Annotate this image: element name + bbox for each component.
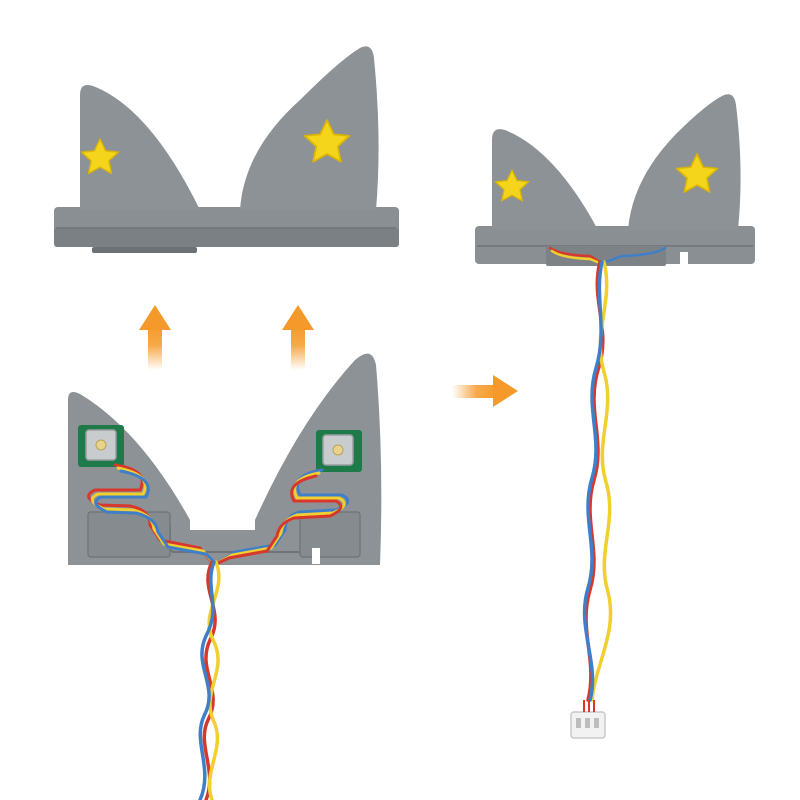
arrow-right (452, 375, 518, 407)
jst-connector (570, 700, 606, 739)
wire-harness-left (87, 463, 216, 564)
left-ear (492, 129, 598, 230)
left-ear (80, 85, 200, 210)
right-ear (628, 94, 741, 231)
twisted-cable-right (582, 260, 613, 702)
right-ear (240, 46, 379, 211)
arrow-up-right (282, 305, 314, 370)
assembled-ears-with-cable (475, 94, 755, 739)
ear-base-with-switches (68, 353, 382, 800)
arrow-up-left (139, 305, 171, 370)
twisted-cable-left (198, 560, 221, 800)
wire-harness-right (214, 468, 350, 566)
ear-cover-top-left (54, 46, 399, 253)
